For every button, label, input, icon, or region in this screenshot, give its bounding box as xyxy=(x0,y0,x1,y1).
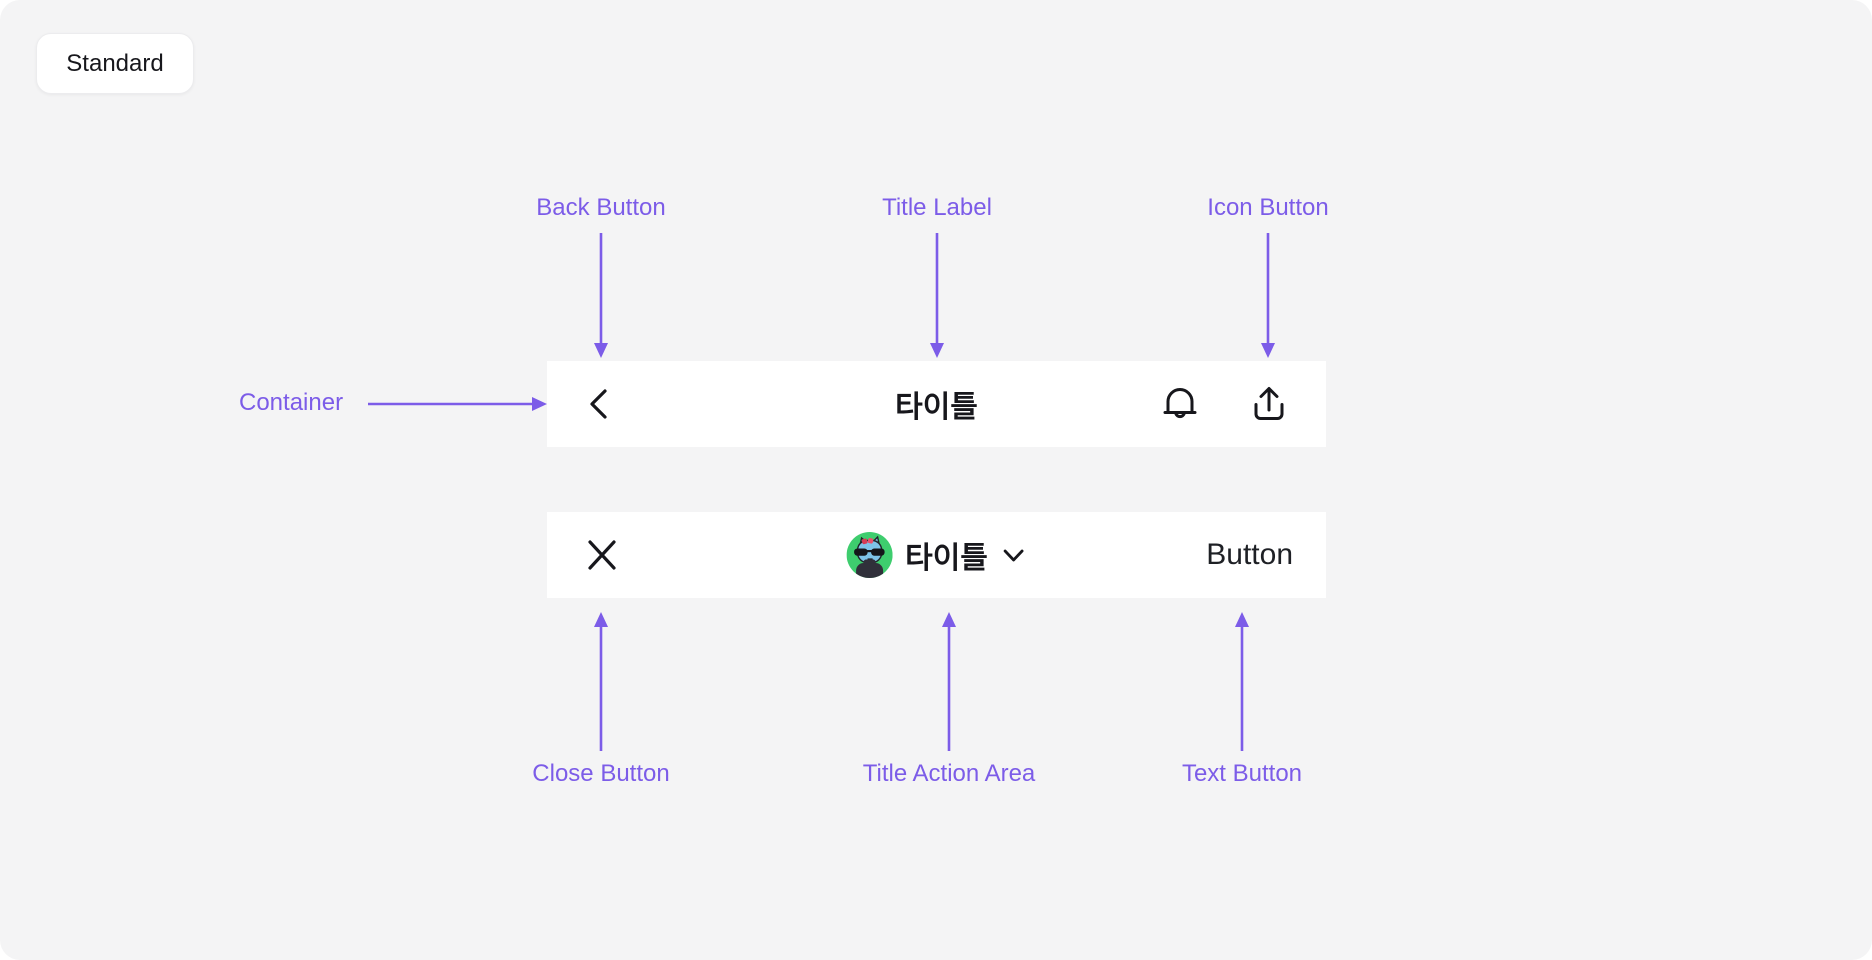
arrow-up-to-close-button xyxy=(594,612,608,751)
title-action-area[interactable]: 타이틀 xyxy=(846,532,1027,578)
annotation-container: Container xyxy=(239,389,344,416)
arrow-up-to-text-button xyxy=(1235,612,1249,751)
bell-icon xyxy=(1163,388,1197,419)
variant-badge: Standard xyxy=(36,33,194,94)
arrow-down-to-back-button xyxy=(594,233,608,358)
cat-avatar xyxy=(846,532,893,578)
annotation-close-button: Close Button xyxy=(532,760,670,787)
notification-button[interactable] xyxy=(1158,382,1202,426)
chevron-down-icon xyxy=(1004,549,1024,562)
navbar-standard-container: 타이틀 xyxy=(547,361,1326,447)
text-button[interactable]: Button xyxy=(1206,538,1293,571)
chevron-left-icon xyxy=(590,389,607,419)
navbar-title: 타이틀 xyxy=(905,542,988,575)
navbar-title: 타이틀 xyxy=(895,391,978,424)
arrow-down-to-title-label xyxy=(930,233,944,358)
navbar-modal-container: 타이틀 Button xyxy=(547,512,1326,598)
back-button[interactable] xyxy=(583,387,617,421)
arrow-down-to-icon-button xyxy=(1261,233,1275,358)
close-x-icon xyxy=(588,540,616,570)
annotation-back-button: Back Button xyxy=(536,194,666,221)
arrow-right-to-container xyxy=(368,397,547,411)
share-button[interactable] xyxy=(1248,383,1290,425)
navbar-right-icon-group xyxy=(1158,382,1290,426)
annotation-icon-button: Icon Button xyxy=(1207,194,1329,221)
annotation-title-action-area: Title Action Area xyxy=(862,760,1036,787)
annotation-text-button: Text Button xyxy=(1181,760,1303,787)
share-icon xyxy=(1254,387,1284,420)
arrow-up-to-title-action-area xyxy=(942,612,956,751)
annotation-title-label: Title Label xyxy=(882,194,992,221)
close-button[interactable] xyxy=(583,536,621,574)
